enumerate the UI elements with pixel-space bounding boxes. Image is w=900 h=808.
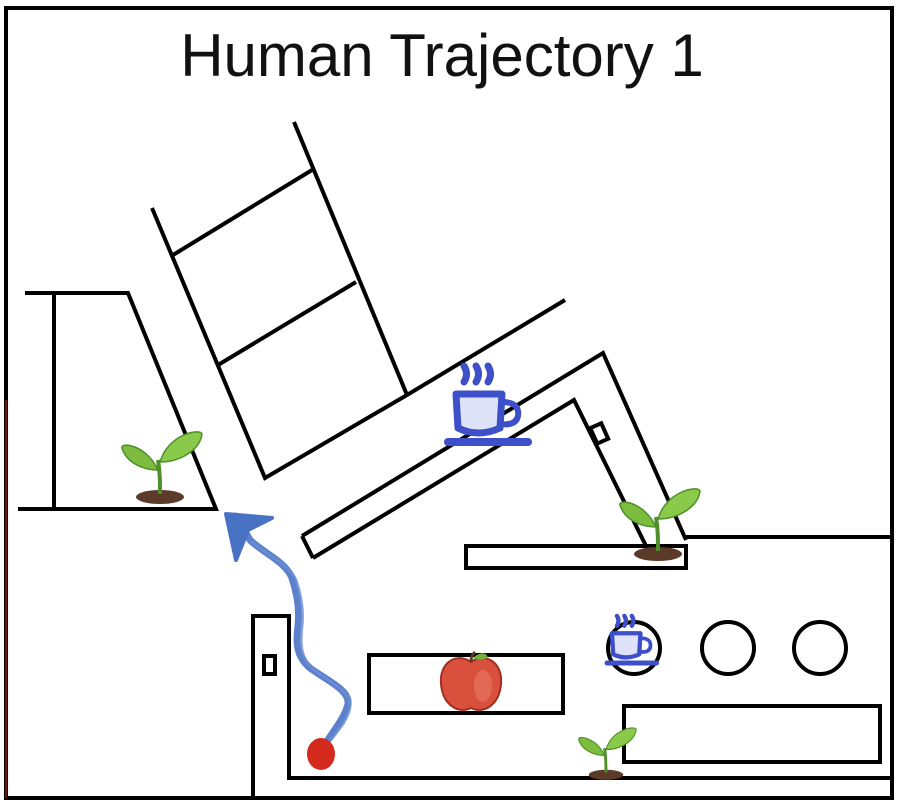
seedling-icon [119,429,204,506]
coffee-cup-icon [448,366,528,442]
diagonal-counter [300,298,688,560]
tilted-shelf [150,121,409,481]
seedling-icon [577,726,638,782]
burner-circles [606,620,848,676]
diagram-title: Human Trajectory 1 [180,22,704,89]
trajectory-path [224,512,352,756]
right-bench [622,704,882,764]
horizontal-bar [464,544,688,570]
lower-counter [251,614,892,798]
middle-table [367,653,565,715]
start-marker [307,738,335,770]
left-platform [18,291,219,511]
coffee-cup-icon [607,616,657,663]
apple-icon [439,650,503,711]
